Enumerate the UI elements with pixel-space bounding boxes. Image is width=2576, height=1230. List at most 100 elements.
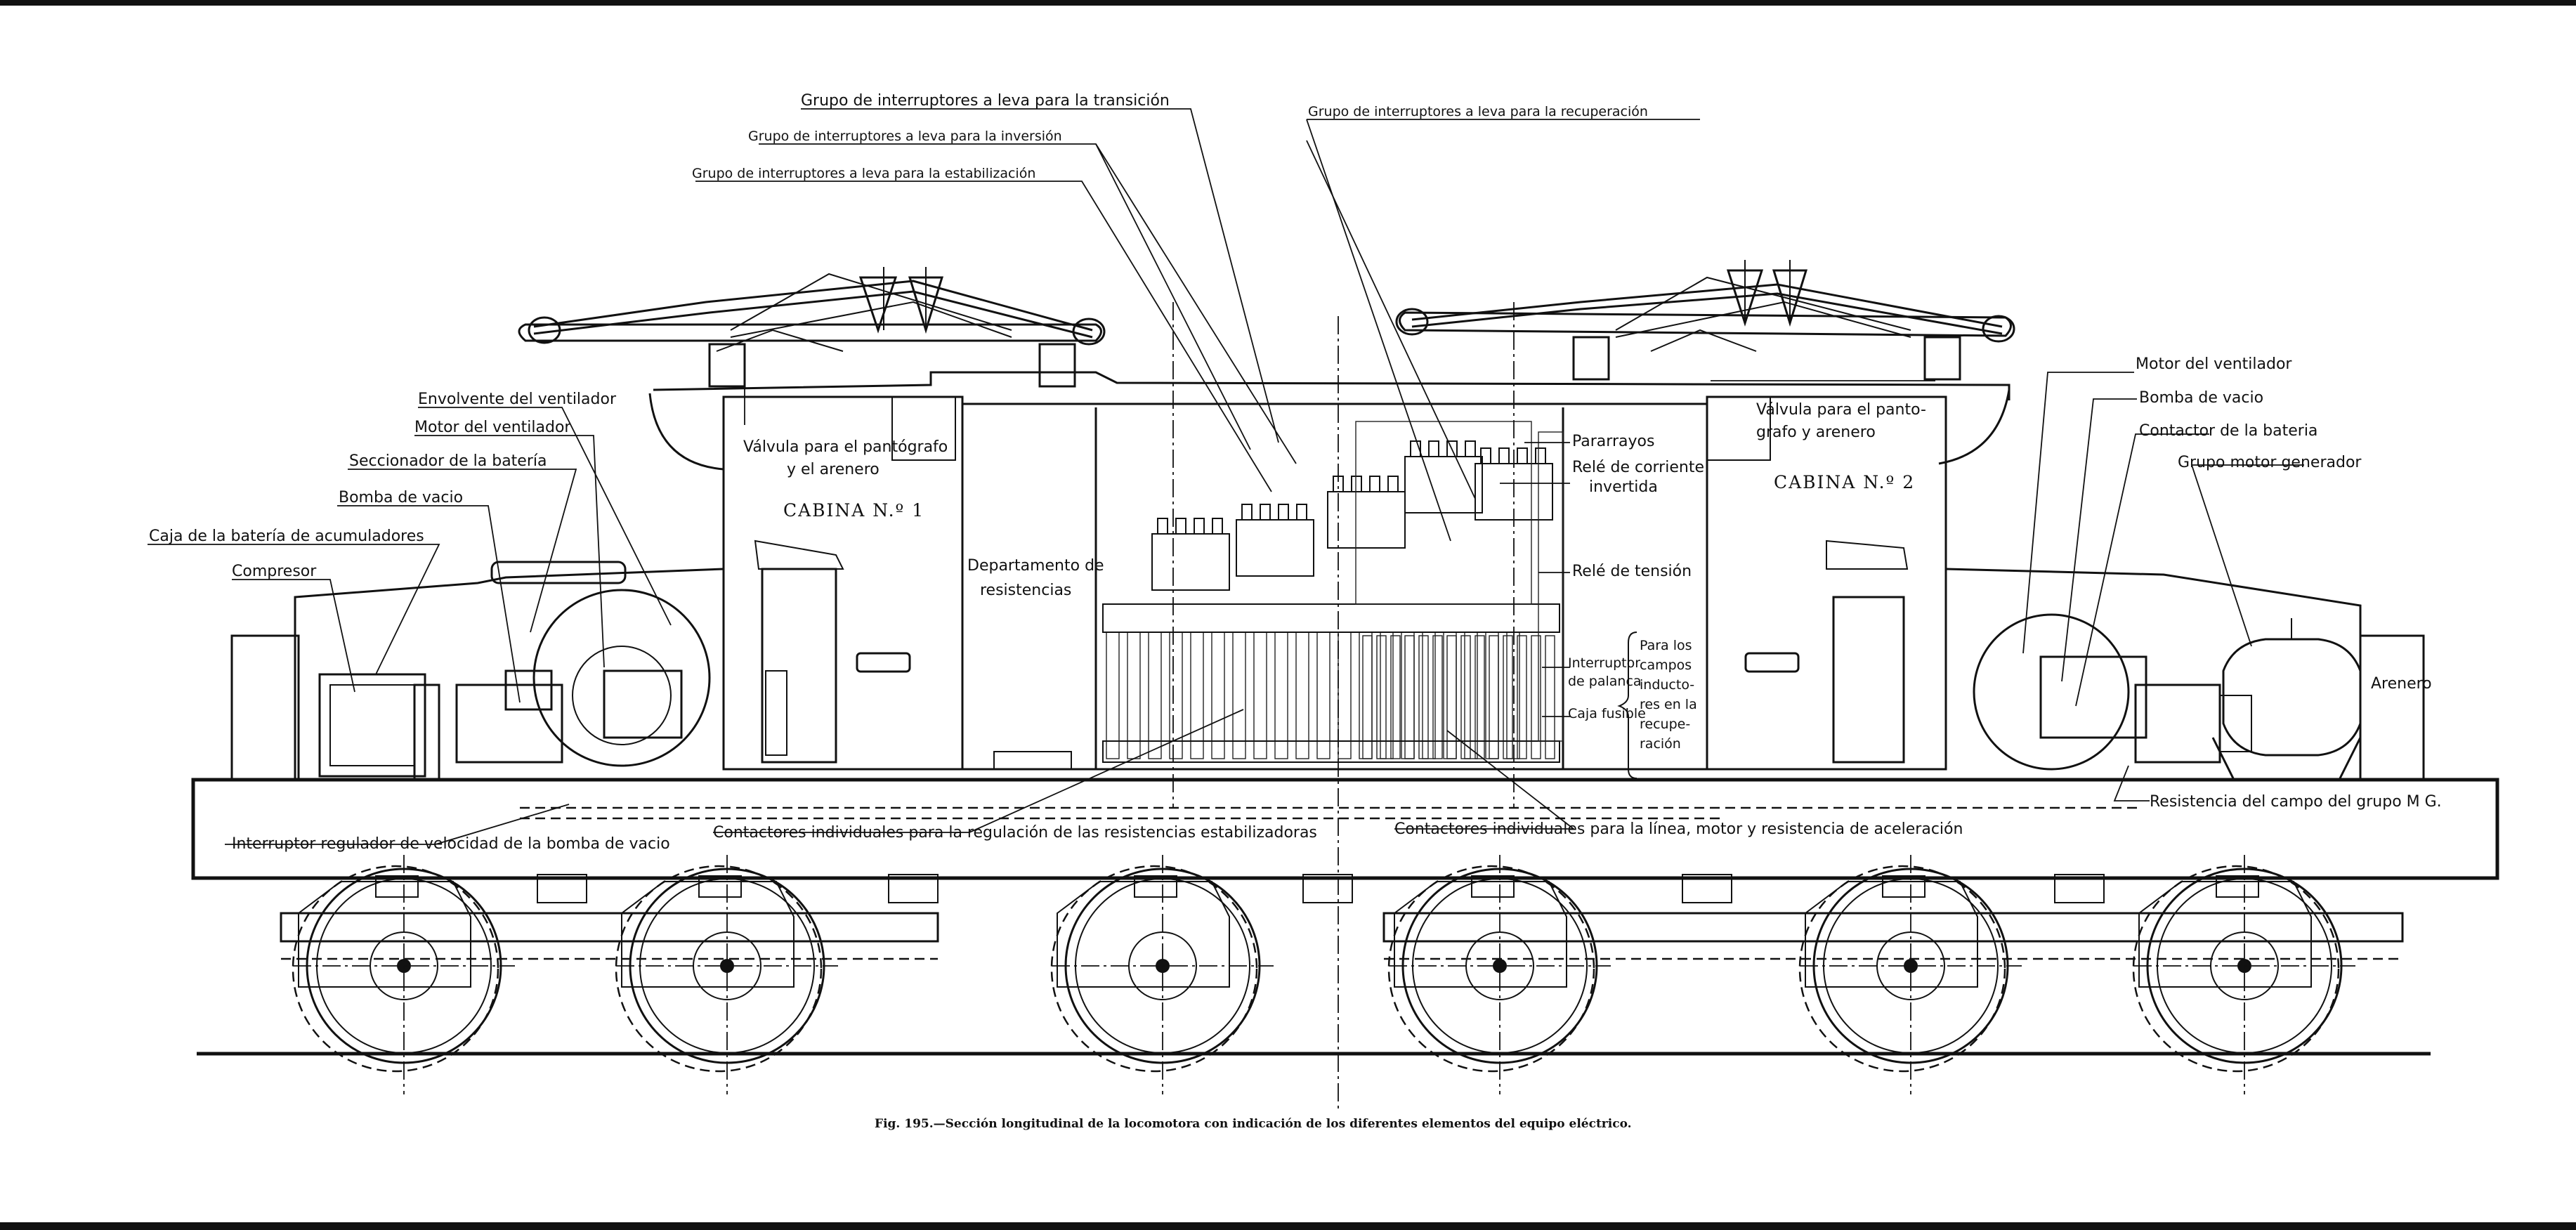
resistance-grid-element bbox=[1401, 632, 1415, 759]
label-fan-motor-left: Motor del ventilador bbox=[414, 419, 571, 436]
resistance-grid-element bbox=[1148, 632, 1162, 759]
cam-contact bbox=[1278, 504, 1289, 521]
cam-contact bbox=[1410, 440, 1421, 457]
cam-contact bbox=[1296, 504, 1307, 521]
wheel-hidden-outline bbox=[292, 865, 499, 1073]
label-stabilization: Grupo de interruptores a leva para la es… bbox=[692, 166, 1035, 181]
contactor-element bbox=[1404, 635, 1415, 759]
label-fan-motor-right: Motor del ventilador bbox=[2136, 355, 2292, 373]
spring-hanger bbox=[888, 874, 939, 903]
pantograph-right bbox=[1395, 260, 2015, 381]
contactor-element bbox=[1517, 635, 1527, 759]
label-speed-regulator-switch: Interruptor regulador de velocidad de la… bbox=[232, 835, 670, 853]
contactor-element bbox=[1376, 635, 1387, 759]
resistance-grid-element bbox=[1106, 632, 1120, 759]
motor-nose bbox=[375, 875, 419, 898]
label-recuperation: Grupo de interruptores a leva para la re… bbox=[1308, 104, 1648, 119]
label-mg-field-resistance: Resistencia del campo del grupo M G. bbox=[2150, 793, 2442, 811]
resistance-grid-element bbox=[1232, 632, 1246, 759]
motor-nose bbox=[1882, 875, 1926, 898]
leader-lines bbox=[148, 108, 2304, 845]
traction-motor-housing bbox=[621, 881, 795, 988]
cam-contact bbox=[1498, 447, 1510, 464]
label-compressor: Compresor bbox=[232, 563, 317, 580]
switch-cabinet bbox=[1355, 421, 1532, 605]
floor-hatch bbox=[993, 751, 1072, 770]
pantograph-left bbox=[518, 267, 1106, 388]
cam-contact bbox=[1369, 476, 1380, 492]
spring-hanger bbox=[1302, 874, 1353, 903]
cam-switch-group bbox=[1151, 533, 1230, 591]
cab1-title: CABINA N.º 1 bbox=[783, 500, 924, 521]
contactor-element bbox=[1545, 635, 1555, 759]
central-equipment bbox=[993, 421, 1564, 770]
cam-contact bbox=[1517, 447, 1528, 464]
wheel-hidden-outline bbox=[2132, 865, 2340, 1073]
top-scan-border bbox=[0, 0, 2576, 6]
equipment-shelf bbox=[1102, 603, 1560, 633]
cam-contact bbox=[1535, 447, 1546, 464]
cam-switch-group bbox=[1236, 519, 1314, 577]
label-battery-contactor: Contactor de la bateria bbox=[2139, 422, 2317, 440]
left-hood-equipment bbox=[318, 561, 711, 781]
relay-panel bbox=[1538, 431, 1564, 742]
label-inductor-fields-1: Para los bbox=[1640, 638, 1692, 653]
label-inductor-fields-6: ración bbox=[1640, 736, 1681, 752]
contactor-element bbox=[1475, 635, 1485, 759]
cam-contact bbox=[1446, 440, 1458, 457]
label-vacuum-pump-left: Bomba de vacio bbox=[339, 489, 463, 506]
label-inductor-fields-2: campos bbox=[1640, 657, 1692, 673]
resistances-department-line2: resistencias bbox=[980, 582, 1071, 599]
cam-contact bbox=[1351, 476, 1362, 492]
wheel-hidden-outline bbox=[615, 865, 823, 1073]
label-pantograph-valve-1-line2: y el arenero bbox=[787, 461, 880, 478]
label-fuse-box: Caja fusible bbox=[1568, 706, 1646, 721]
label-fan-housing: Envolvente del ventilador bbox=[418, 391, 617, 408]
motor-nose bbox=[698, 875, 742, 898]
spring-hanger bbox=[537, 874, 587, 903]
label-lever-switch-line1: Interruptor bbox=[1568, 655, 1640, 671]
spring-hanger bbox=[1682, 874, 1732, 903]
resistance-grid-element bbox=[1253, 632, 1267, 759]
traction-motor-housing bbox=[298, 881, 471, 988]
spring-hanger bbox=[2054, 874, 2105, 903]
motor-nose bbox=[1134, 875, 1177, 898]
traction-motor-housing bbox=[2138, 881, 2312, 988]
label-inductor-fields-3: inducto- bbox=[1640, 677, 1694, 693]
cam-contact bbox=[1480, 447, 1491, 464]
label-voltage-relay: Relé de tensión bbox=[1572, 563, 1692, 580]
label-surge-arrester: Pararrayos bbox=[1572, 433, 1654, 450]
contactor-element bbox=[1460, 635, 1471, 759]
figure-caption: Fig. 195.—Sección longitudinal de la loc… bbox=[875, 1117, 1632, 1131]
bogie-frame bbox=[280, 912, 939, 943]
resistance-grid-element bbox=[1295, 632, 1309, 759]
label-reverse-relay-line2: invertida bbox=[1589, 478, 1658, 496]
label-battery-switch: Seccionador de la batería bbox=[349, 452, 547, 470]
label-inductor-fields-4: res en la bbox=[1640, 697, 1697, 712]
resistance-grid-element bbox=[1190, 632, 1204, 759]
running-gear bbox=[280, 855, 2404, 1094]
cab1-interior bbox=[754, 396, 956, 764]
wheel-hidden-outline bbox=[1387, 865, 1595, 1073]
resistance-grid-element bbox=[1127, 632, 1141, 759]
label-inversion: Grupo de interruptores a leva para la in… bbox=[748, 129, 1062, 144]
motor-nose bbox=[1471, 875, 1515, 898]
resistance-grid-element bbox=[1211, 632, 1225, 759]
label-motor-generator: Grupo motor generador bbox=[2178, 454, 2362, 471]
label-pantograph-valve-2-line2: grafo y arenero bbox=[1756, 424, 1876, 441]
traction-motor-housing bbox=[1394, 881, 1567, 988]
cam-contact bbox=[1194, 518, 1205, 535]
resistance-grid-element bbox=[1359, 632, 1373, 759]
resistance-grid-element bbox=[1274, 632, 1288, 759]
bogie-frame bbox=[1382, 912, 2404, 943]
cam-contact bbox=[1260, 504, 1271, 521]
cam-contact bbox=[1428, 440, 1439, 457]
resistances-department-line1: Departamento de bbox=[967, 557, 1104, 575]
label-pantograph-valve-1-line1: Válvula para el pantógrafo bbox=[743, 438, 948, 456]
contactor-element bbox=[1489, 635, 1499, 759]
contactor-element bbox=[1362, 635, 1373, 759]
label-transition: Grupo de interruptores a leva para la tr… bbox=[801, 92, 1170, 110]
wheel-hidden-outline bbox=[1798, 865, 2006, 1073]
